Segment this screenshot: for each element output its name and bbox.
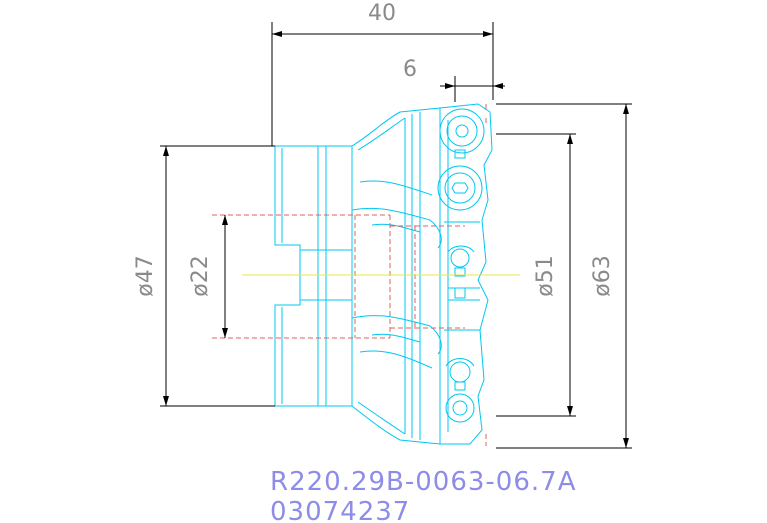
item-code: 03074237: [270, 497, 410, 523]
hidden-lines: [212, 104, 487, 446]
part-number: R220.29B-0063-06.7A: [270, 467, 577, 497]
dimension-arrowheads: [163, 31, 629, 448]
cutter-body: [274, 103, 493, 445]
chip-pocket-2: [351, 315, 442, 355]
dim-22-label: ø22: [188, 255, 213, 296]
insert-center: [450, 248, 470, 268]
dim-40-label: 40: [368, 1, 396, 26]
dim-63-label: ø63: [590, 255, 615, 296]
insert-top: [439, 108, 485, 154]
body-bottom-flare: [351, 405, 441, 445]
insert-bottom: [445, 393, 475, 423]
dim-6-label: 6: [403, 57, 417, 82]
cutter-front-face: [439, 103, 493, 445]
chip-pocket-1: [351, 207, 442, 249]
insert-upper: [437, 165, 483, 211]
dim-47-label: ø47: [133, 255, 158, 296]
body-top-flare: [351, 107, 441, 147]
dim-51-label: ø51: [533, 255, 558, 296]
